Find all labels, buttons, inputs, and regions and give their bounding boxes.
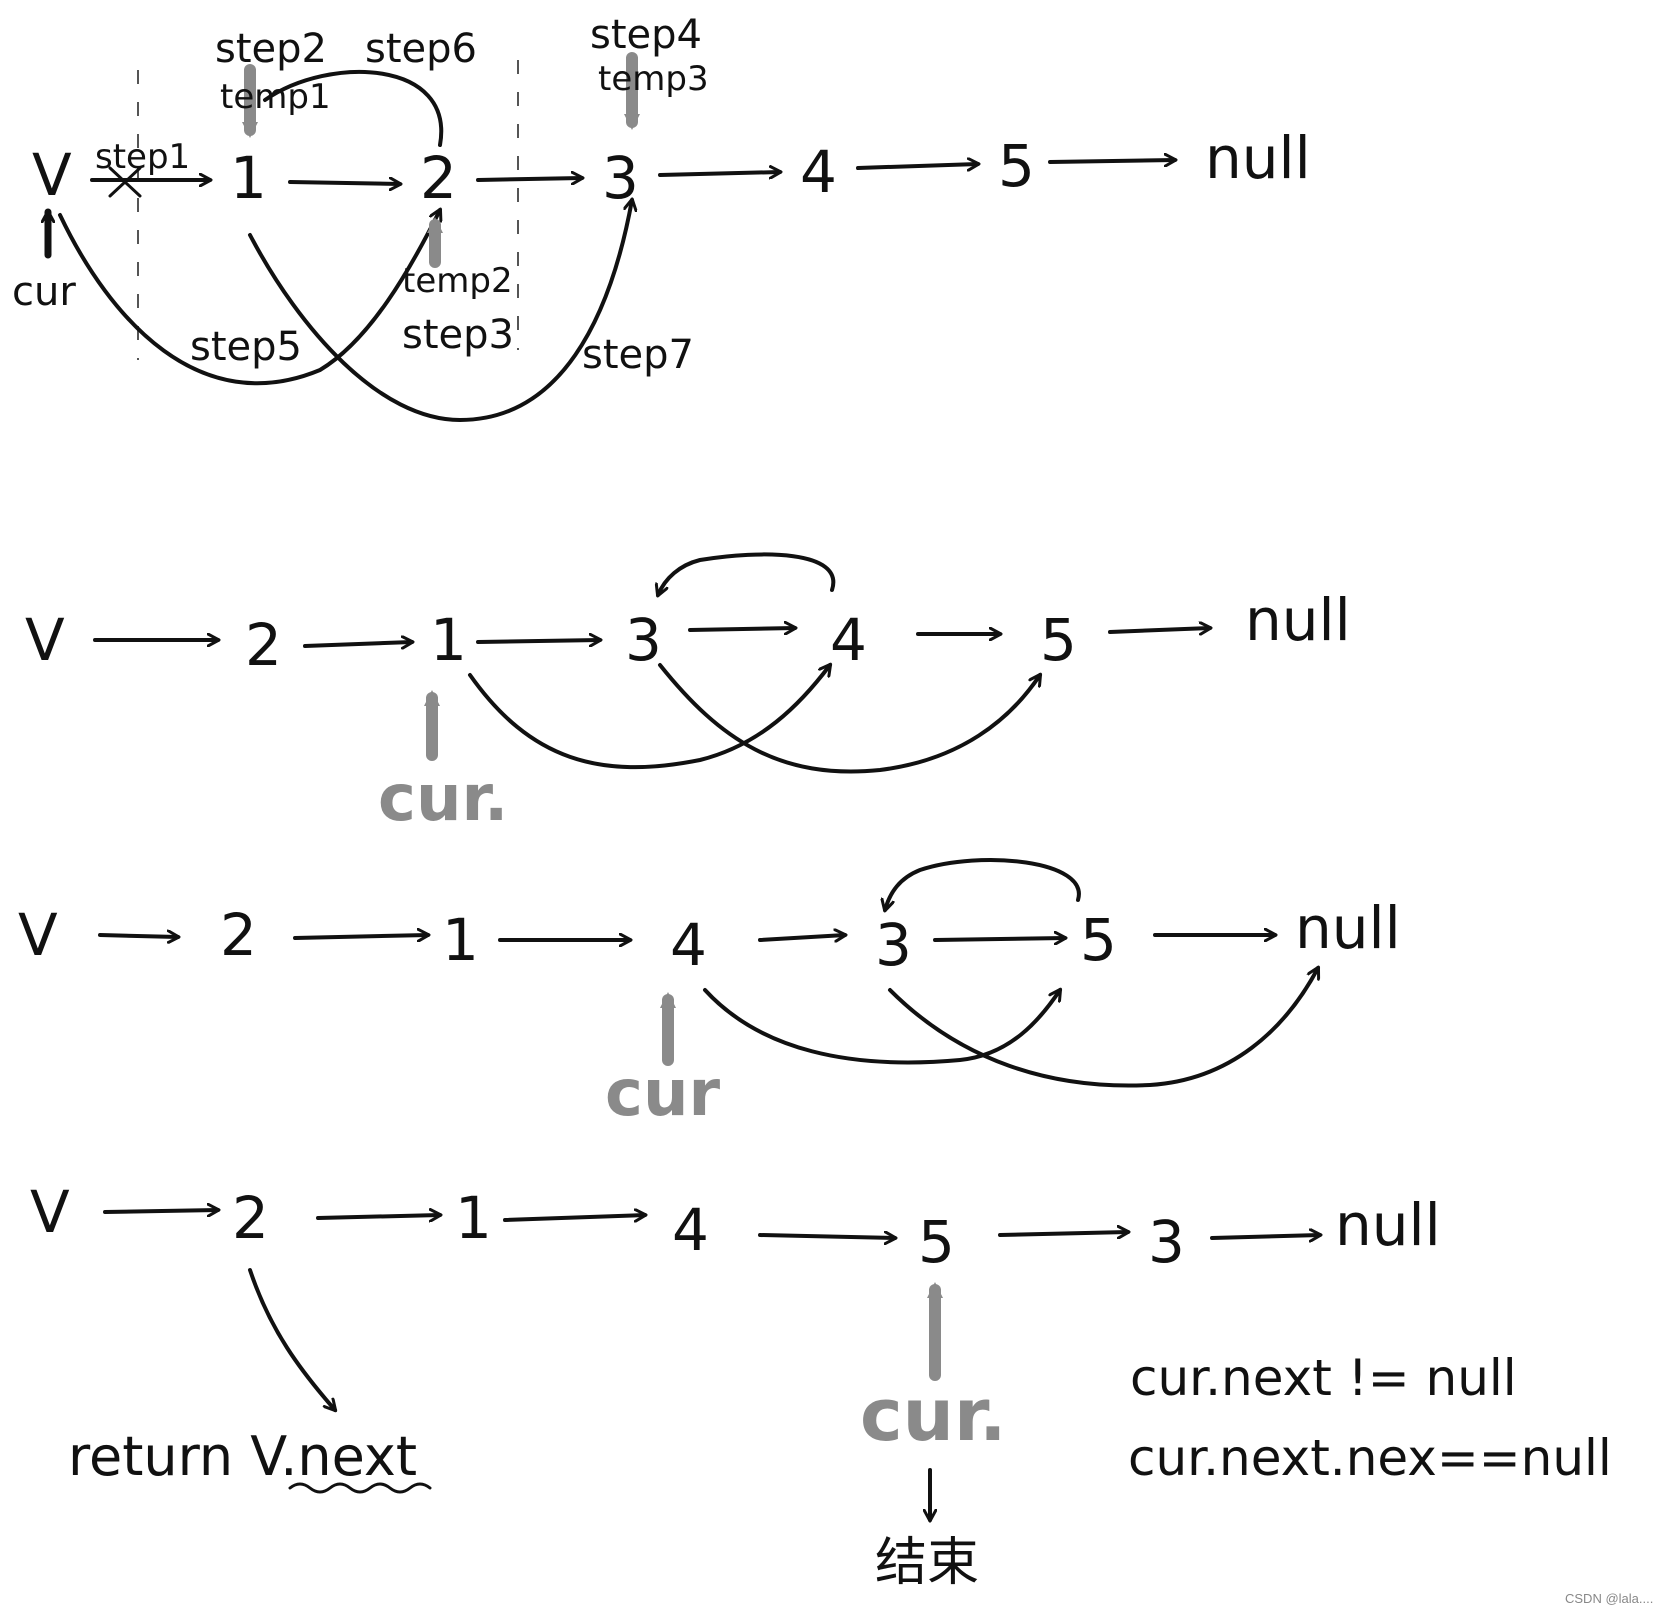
row4-cur-label: cur. [860,1373,1007,1457]
temp1-label: temp1 [220,77,331,117]
row2-arrow [303,642,412,646]
return-text: return V.next [68,1425,417,1488]
row2-arrow [476,640,600,642]
row2-cur-label: cur. [378,762,508,836]
row2-arc-bottom [658,663,1040,774]
row2-arc-bottom [468,665,830,770]
row3-node-1: 1 [442,906,479,974]
row4-node-1: 1 [455,1184,492,1252]
row4-return-arrow [248,1268,335,1410]
row4-arrow [1210,1235,1320,1238]
return-underline [288,1482,432,1494]
row3-cur-label: cur [605,1057,721,1131]
row1-arrow-4-5 [856,164,978,168]
row3-node-2: 2 [220,901,257,969]
row4-node-4: 4 [672,1196,709,1264]
row1-arrow-1-2 [288,182,400,184]
step3-label: step3 [402,312,514,358]
condition-1: cur.next != null [1130,1349,1517,1407]
step1-label: step1 [95,137,190,177]
row4-arrow [503,1215,645,1220]
row3-arrow [98,935,178,937]
row1-cur-label: cur [12,269,76,315]
row2-node-5: 5 [1040,606,1077,674]
row2-arrow [1108,628,1210,632]
step6-label: step6 [365,26,477,72]
row3-arc-bottom [703,990,1060,1065]
row1-node-1: 1 [230,144,267,212]
row4-node-3: 3 [1148,1208,1185,1276]
row3-node-4: 4 [670,911,707,979]
row1-arrow-5-null [1048,160,1175,162]
row1-arc-step6 [263,69,444,147]
condition-2: cur.next.nex==null [1128,1429,1612,1487]
row3-arrow [758,935,845,940]
row2-arc-top [658,552,836,595]
row3-node-v: V [18,901,58,969]
row2-arrow [688,628,795,630]
row1-node-v: V [32,141,72,209]
row2: V 2 1 3 4 5 null cur. [25,552,1351,836]
row1-arc-step7 [248,200,632,422]
row4-arrow [758,1235,895,1238]
temp2-label: temp2 [402,261,513,301]
row3-node-3: 3 [875,911,912,979]
row3-arrow [933,938,1065,940]
row4-node-2: 2 [232,1184,269,1252]
row4: V 2 1 4 5 3 null return V.next cur. 结束 c… [30,1178,1612,1593]
row1-node-5: 5 [998,132,1035,200]
temp3-label: temp3 [598,59,709,99]
row4-node-5: 5 [918,1208,955,1276]
row4-node-v: V [30,1178,70,1246]
row1-node-null: null [1205,124,1311,192]
row2-node-2: 2 [245,611,282,679]
step7-label: step7 [582,332,694,378]
row1-cross-mark [108,166,142,198]
row2-node-4: 4 [830,606,867,674]
row3-node-null: null [1295,894,1401,962]
row3-node-5: 5 [1080,906,1117,974]
row1-node-2: 2 [420,144,457,212]
row1-arrow-2-3 [476,178,582,180]
row1-node-4: 4 [800,138,837,206]
row3-arrow [293,935,428,938]
row3-arc-top [885,858,1081,910]
row2-node-3: 3 [625,606,662,674]
step5-label: step5 [190,324,302,370]
row3-arc-bottom [888,968,1318,1088]
row3: V 2 1 4 3 5 null cur [18,858,1401,1131]
row2-node-null: null [1245,586,1351,654]
row4-node-null: null [1335,1191,1441,1259]
end-text: 结束 [875,1533,979,1593]
row1-arrow-3-4 [658,172,780,175]
row2-node-v: V [25,606,65,674]
step2-label: step2 [215,26,327,72]
watermark: CSDN @lala.... [1565,1591,1653,1606]
row4-arrow [998,1232,1128,1235]
step4-label: step4 [590,12,702,58]
row4-arrow [103,1210,218,1212]
row1-arc-step5 [58,210,440,386]
row2-node-1: 1 [430,606,467,674]
row4-arrow [316,1215,440,1218]
row1: V 1 2 3 4 5 null cur step1 step2 temp1 s… [12,12,1311,422]
